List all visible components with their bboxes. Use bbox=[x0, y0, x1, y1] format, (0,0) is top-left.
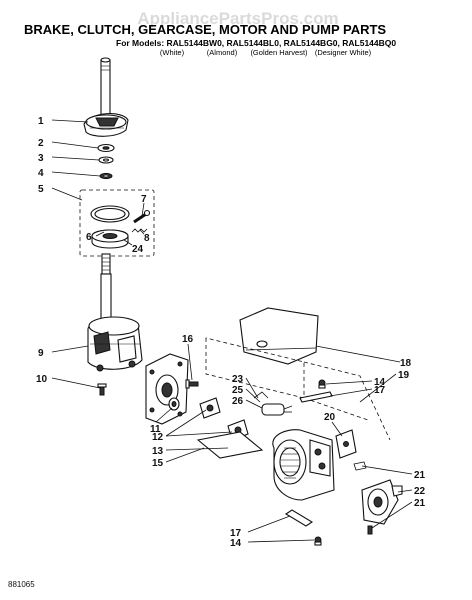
bolt-14-lower bbox=[314, 536, 322, 546]
callout-4: 4 bbox=[38, 168, 44, 179]
coupling-12-upper bbox=[199, 397, 221, 419]
bolt-16 bbox=[185, 379, 199, 389]
callout-24: 24 bbox=[132, 244, 144, 255]
pad-15 bbox=[196, 431, 264, 459]
coupling-11 bbox=[168, 397, 180, 411]
washer-3 bbox=[98, 156, 114, 164]
ring-4 bbox=[99, 172, 113, 180]
callout-5: 5 bbox=[38, 184, 44, 195]
screw-21-lower bbox=[367, 525, 373, 535]
callout-2: 2 bbox=[38, 138, 44, 149]
drive-shaft-lower bbox=[100, 253, 112, 325]
callout-8: 8 bbox=[144, 233, 150, 244]
callout-10: 10 bbox=[36, 374, 48, 385]
brake-assembly bbox=[83, 113, 129, 137]
water-pump-22 bbox=[361, 479, 403, 525]
callout-26: 26 bbox=[232, 396, 244, 407]
callout-3: 3 bbox=[38, 153, 44, 164]
motor-mount-guide-a bbox=[303, 397, 369, 421]
callout-1: 1 bbox=[38, 116, 44, 127]
models-line: For Models: RAL5144BW0, RAL5144BL0, RAL5… bbox=[116, 38, 396, 48]
leader-lines bbox=[51, 119, 413, 543]
callout-20: 20 bbox=[324, 412, 336, 423]
clutch-kit-outline bbox=[79, 189, 155, 257]
bolt-10 bbox=[97, 383, 107, 396]
diagram-code: 881065 bbox=[8, 580, 35, 589]
watermark-text: AppliancePartsPros.com bbox=[137, 9, 338, 28]
callout-6: 6 bbox=[86, 232, 92, 243]
motor bbox=[272, 429, 335, 501]
callout-13: 13 bbox=[152, 446, 164, 457]
pump-mounting-plate bbox=[145, 353, 189, 425]
washer-2 bbox=[97, 143, 115, 153]
bracket-17-upper bbox=[299, 391, 333, 403]
callout-22: 22 bbox=[414, 486, 426, 497]
callout-9: 9 bbox=[38, 348, 44, 359]
clutch-spring-8 bbox=[131, 228, 148, 233]
model-color-white: (White) bbox=[160, 48, 185, 57]
callout-12: 12 bbox=[152, 432, 164, 443]
motor-switch-20 bbox=[335, 429, 357, 459]
callout-16: 16 bbox=[182, 334, 194, 345]
capacitor-26 bbox=[261, 403, 293, 416]
motor-mount-guide-b bbox=[303, 361, 391, 441]
callout-17-upper: 17 bbox=[374, 385, 386, 396]
gearcase bbox=[87, 316, 143, 372]
clutch-spring-ring bbox=[90, 205, 130, 223]
callout-11: 11 bbox=[150, 424, 161, 435]
drive-shaft-upper bbox=[100, 57, 111, 119]
clip-21-upper bbox=[353, 461, 367, 471]
clutch-lining bbox=[91, 229, 129, 249]
callout-23: 23 bbox=[232, 374, 244, 385]
model-color-designer-white: (Designer White) bbox=[315, 48, 372, 57]
model-color-almond: (Almond) bbox=[207, 48, 238, 57]
bracket-17-lower bbox=[284, 509, 314, 527]
callout-21-lower: 21 bbox=[414, 498, 426, 509]
page-title: BRAKE, CLUTCH, GEARCASE, MOTOR AND PUMP … bbox=[24, 22, 386, 37]
callout-19: 19 bbox=[398, 370, 410, 381]
callout-17-lower: 17 bbox=[230, 528, 242, 539]
callout-7: 7 bbox=[141, 194, 147, 205]
clutch-pin-7 bbox=[133, 209, 151, 224]
callout-25: 25 bbox=[232, 385, 244, 396]
callout-18: 18 bbox=[400, 358, 412, 369]
callout-15: 15 bbox=[152, 458, 164, 469]
callout-14-upper: 14 bbox=[374, 377, 386, 388]
bolt-14-upper bbox=[318, 379, 326, 389]
callout-21-upper: 21 bbox=[414, 470, 426, 481]
model-color-golden-harvest: (Golden Harvest) bbox=[250, 48, 308, 57]
callout-14-lower: 14 bbox=[230, 538, 242, 549]
